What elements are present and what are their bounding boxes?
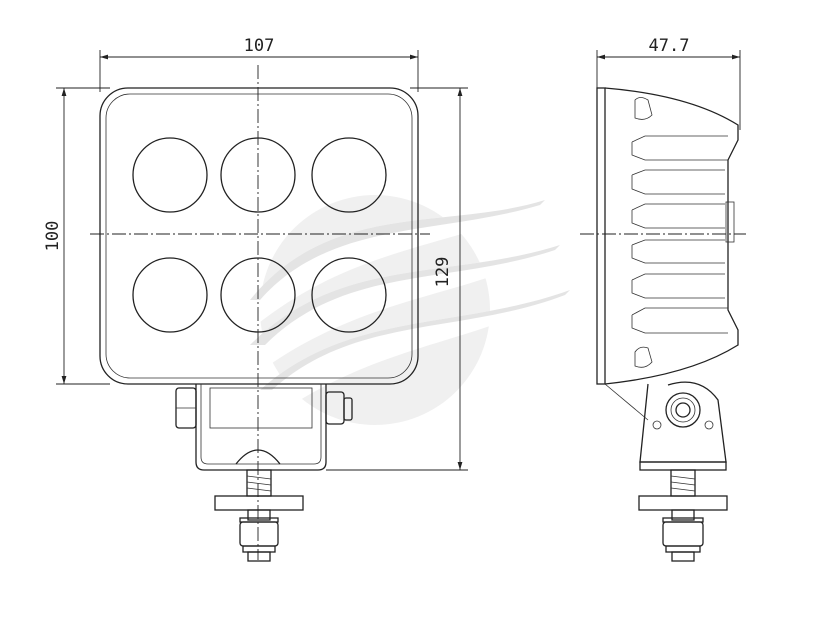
watermark-logo <box>250 195 570 425</box>
overall-height-dimension-label: 129 <box>433 257 453 288</box>
mounting-stud <box>214 469 304 562</box>
pivot-bolt <box>665 392 701 428</box>
width-dimension-label: 107 <box>244 36 275 56</box>
dimension-width: 107 <box>99 36 419 92</box>
side-stud <box>638 469 728 562</box>
lens-outline <box>105 93 413 379</box>
led-lens <box>132 257 208 333</box>
heatsink-body <box>604 87 739 385</box>
led-lens <box>311 257 387 333</box>
heatsink-fins <box>631 97 735 368</box>
led-lens <box>311 137 387 213</box>
depth-dimension-label: 47.7 <box>649 36 690 56</box>
dimension-height: 100 <box>43 87 110 385</box>
side-bracket <box>604 381 727 471</box>
nut <box>239 521 279 547</box>
led-lenses <box>132 137 387 333</box>
housing-outline <box>99 87 419 385</box>
dimension-depth: 47.7 <box>596 36 741 130</box>
washer <box>214 495 304 511</box>
side-view: 47.7 <box>580 36 746 562</box>
dimension-overall-height: 129 <box>326 87 468 471</box>
front-bezel <box>596 87 606 385</box>
led-lens <box>132 137 208 213</box>
front-view: 107 100 129 <box>43 36 468 562</box>
height-dimension-label: 100 <box>43 221 63 252</box>
